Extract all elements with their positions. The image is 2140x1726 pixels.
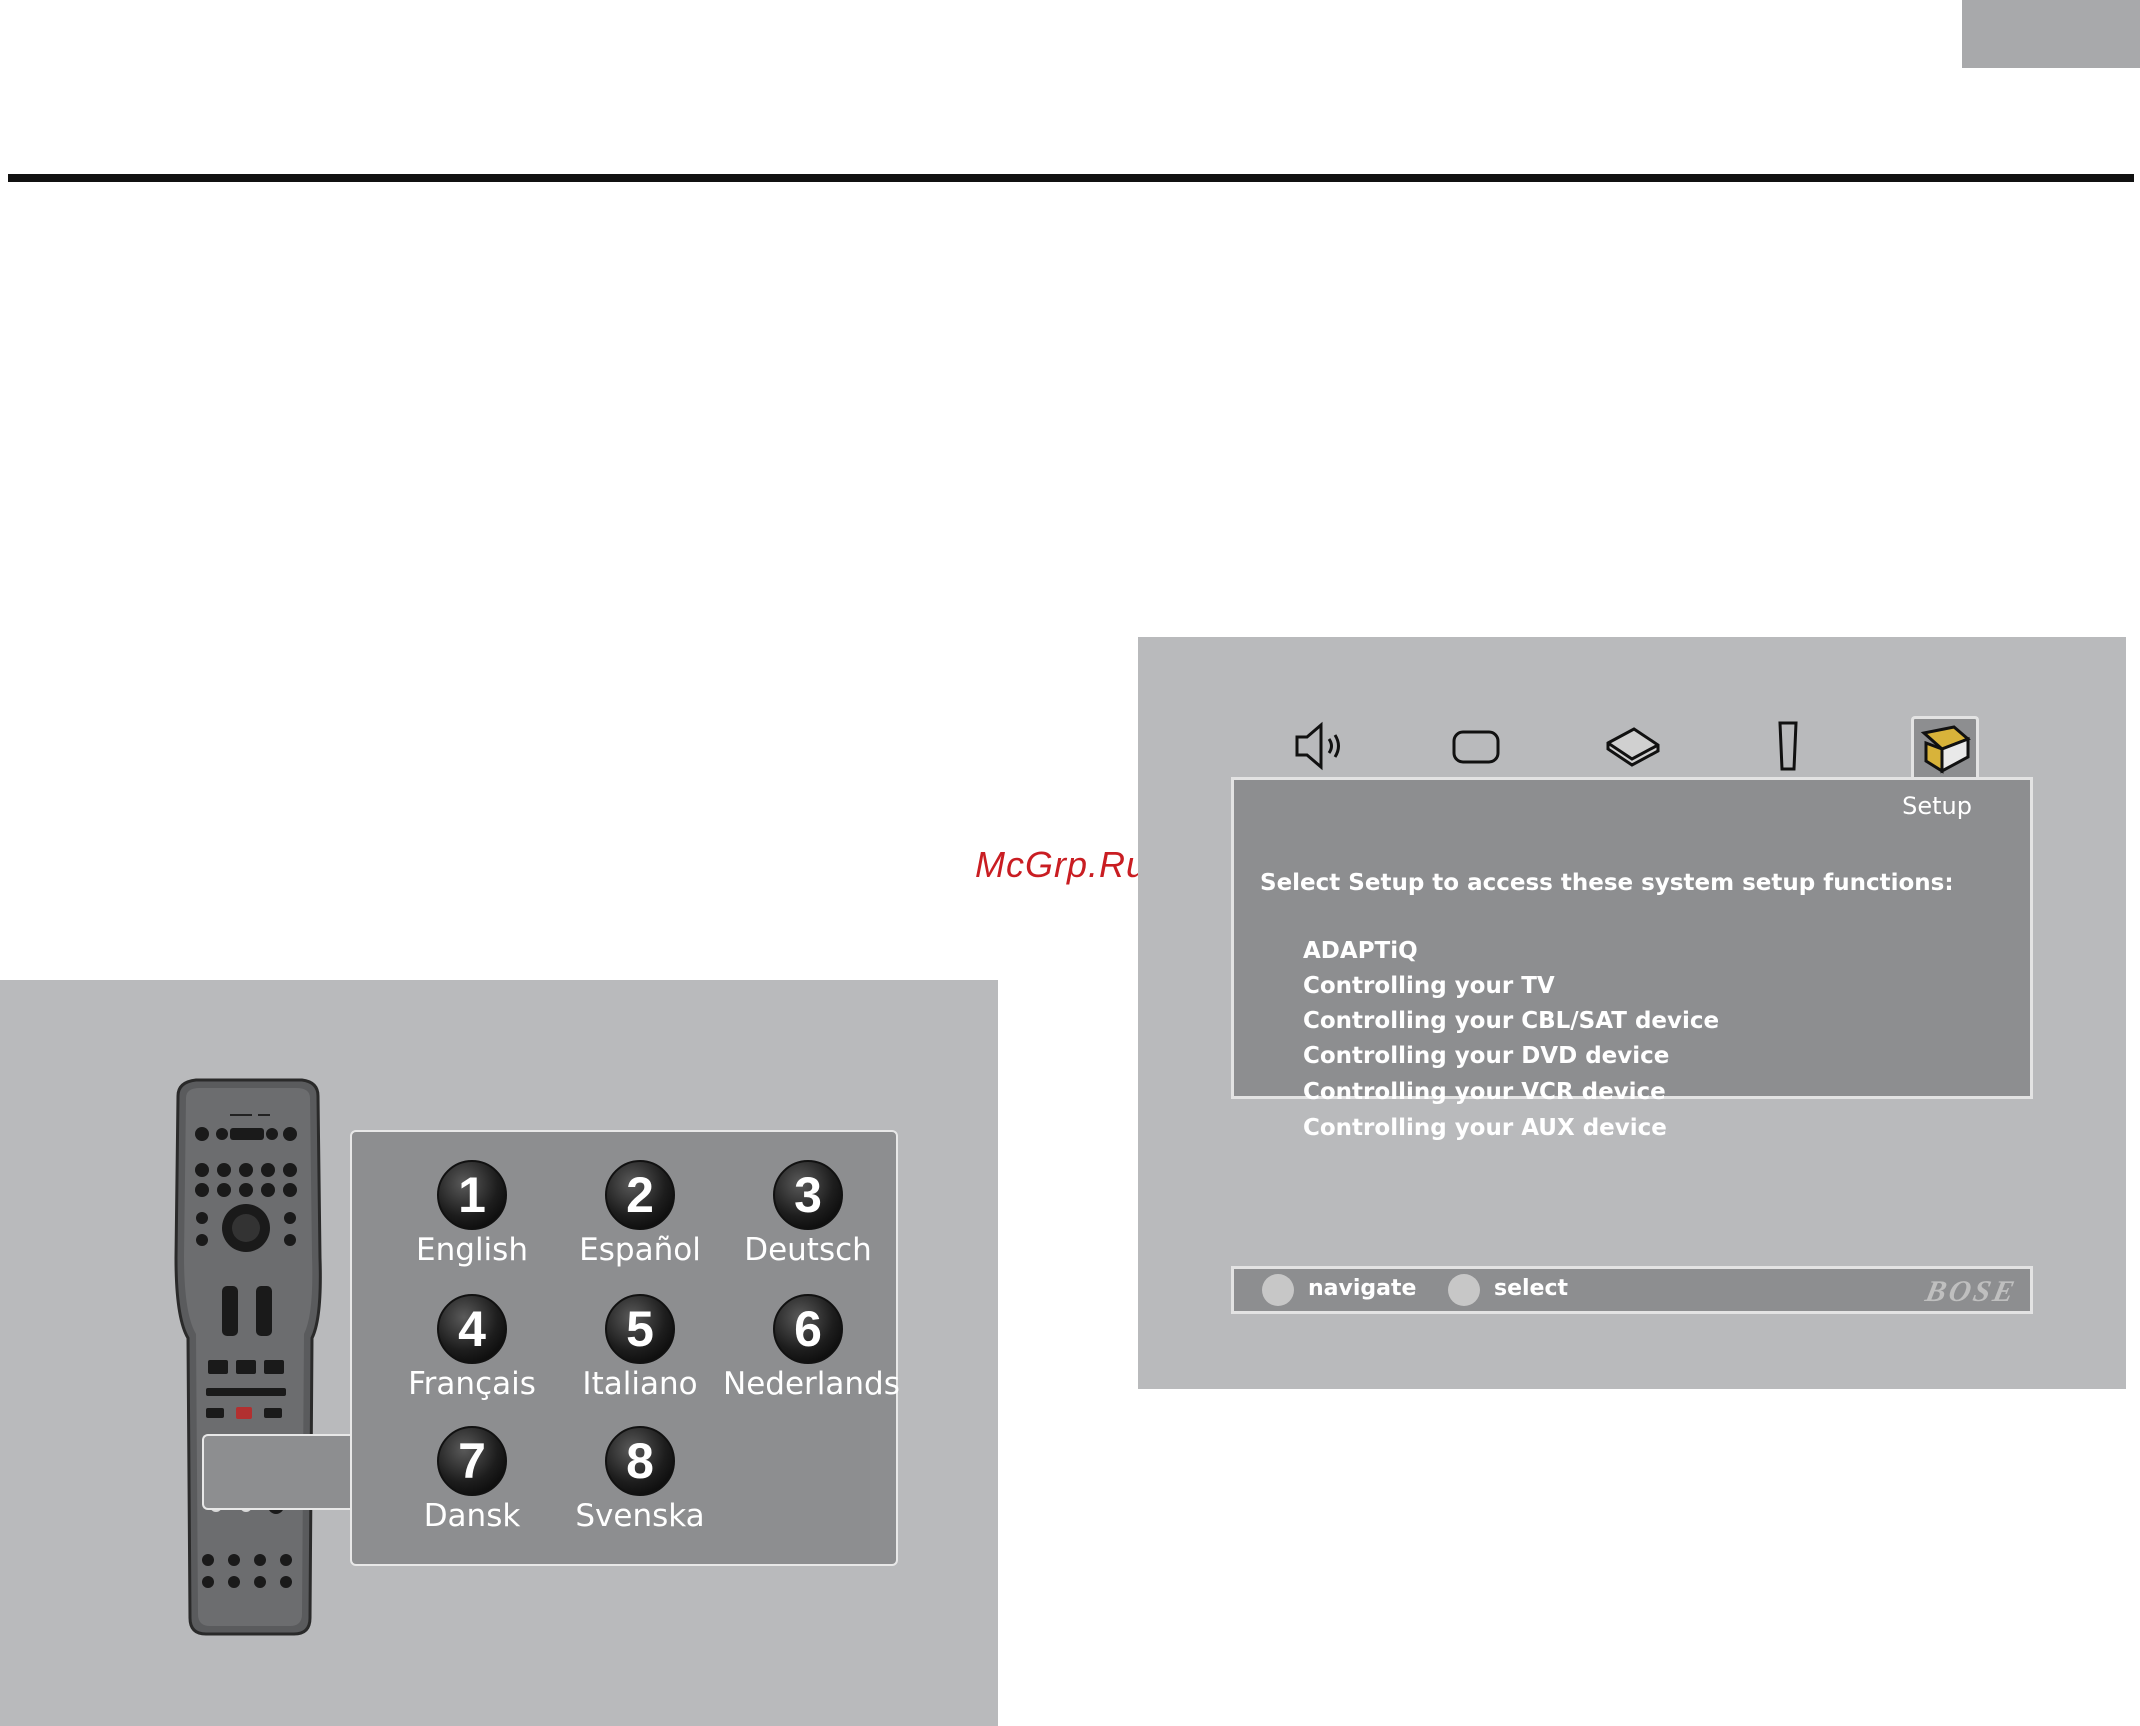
language-name: Italiano bbox=[582, 1366, 698, 1402]
number-badge: 7 bbox=[437, 1426, 507, 1496]
number-badge: 3 bbox=[773, 1160, 843, 1230]
setup-function-list: ADAPTiQ Controlling your TV Controlling … bbox=[1303, 934, 1719, 1147]
language-name: Dansk bbox=[423, 1498, 521, 1534]
language-option-italiano: 5 Italiano bbox=[555, 1294, 725, 1402]
setup-menu-panel: Setup Select Setup to access these syste… bbox=[1231, 777, 2033, 1141]
language-option-dansk: 7 Dansk bbox=[387, 1426, 557, 1534]
language-name: English bbox=[416, 1232, 528, 1268]
language-name: Svenska bbox=[575, 1498, 705, 1534]
language-option-english: 1 English bbox=[387, 1160, 557, 1268]
language-name: Français bbox=[408, 1366, 536, 1402]
language-option-francais: 4 Français bbox=[387, 1294, 557, 1402]
menu-item-cbl-sat[interactable]: Controlling your CBL/SAT device bbox=[1303, 1008, 1720, 1034]
menu-item-adaptiq[interactable]: ADAPTiQ bbox=[1303, 938, 1418, 964]
number-badge: 1 bbox=[437, 1160, 507, 1230]
tab-setup[interactable] bbox=[1911, 716, 1979, 781]
number-badge: 6 bbox=[773, 1294, 843, 1364]
menu-heading: Select Setup to access these system setu… bbox=[1260, 870, 1954, 896]
speaker-icon bbox=[1295, 721, 1340, 771]
remote-icon bbox=[1778, 721, 1798, 771]
number-badge: 4 bbox=[437, 1294, 507, 1364]
select-hint: select bbox=[1494, 1276, 1569, 1301]
setup-icon bbox=[1920, 725, 1971, 774]
navigate-pad-icon bbox=[1262, 1274, 1294, 1306]
menu-footer-bar: navigate select BOSE bbox=[1231, 1266, 2033, 1314]
menu-item-aux[interactable]: Controlling your AUX device bbox=[1303, 1115, 1667, 1141]
page-corner-tab bbox=[1962, 0, 2140, 68]
menu-item-vcr[interactable]: Controlling your VCR device bbox=[1303, 1079, 1666, 1105]
number-badge: 2 bbox=[605, 1160, 675, 1230]
cbl-sat-box-icon bbox=[1606, 727, 1660, 767]
select-button-icon bbox=[1448, 1274, 1480, 1306]
language-name: Deutsch bbox=[744, 1232, 872, 1268]
language-name: Español bbox=[579, 1232, 701, 1268]
remote-control-illustration bbox=[174, 1078, 322, 1636]
navigate-hint: navigate bbox=[1308, 1276, 1417, 1301]
keypad-callout bbox=[202, 1434, 364, 1510]
active-tab-label: Setup bbox=[1902, 792, 1972, 820]
number-badge: 8 bbox=[605, 1426, 675, 1496]
menu-item-tv[interactable]: Controlling your TV bbox=[1303, 973, 1555, 999]
language-selection-panel: 1 English 2 Español 3 Deutsch 4 Français… bbox=[350, 1130, 900, 1566]
header-rule bbox=[8, 174, 2134, 182]
menu-item-dvd[interactable]: Controlling your DVD device bbox=[1303, 1043, 1670, 1069]
tv-icon bbox=[1452, 730, 1500, 764]
language-option-espanol: 2 Español bbox=[555, 1160, 725, 1268]
watermark: McGrp.Ru bbox=[975, 844, 1148, 885]
bose-logo: BOSE bbox=[1922, 1275, 2020, 1308]
language-name: Nederlands bbox=[723, 1366, 900, 1402]
number-badge: 5 bbox=[605, 1294, 675, 1364]
language-option-deutsch: 3 Deutsch bbox=[723, 1160, 893, 1268]
language-option-svenska: 8 Svenska bbox=[555, 1426, 725, 1534]
language-option-nederlands: 6 Nederlands bbox=[723, 1294, 900, 1402]
tv-setup-screen: Setup Select Setup to access these syste… bbox=[1138, 637, 2126, 1389]
